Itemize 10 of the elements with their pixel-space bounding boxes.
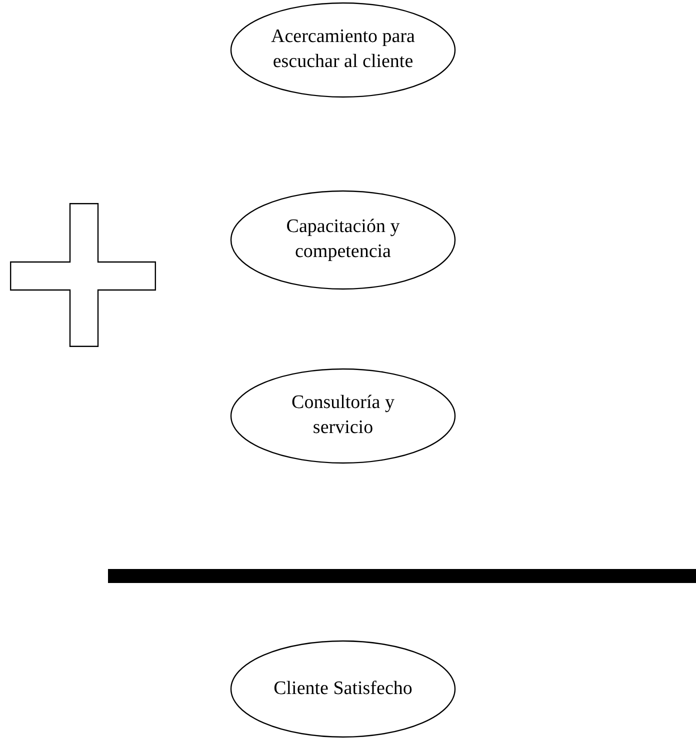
oval-node bbox=[230, 2, 456, 98]
oval-node bbox=[230, 190, 456, 290]
divider-bar bbox=[108, 569, 696, 583]
node-label: Capacitación y competencia bbox=[285, 215, 401, 264]
node-label: Consultoría y servicio bbox=[290, 391, 396, 440]
oval-node bbox=[230, 368, 456, 464]
node-label: Acercamiento para escuchar al cliente bbox=[270, 25, 416, 74]
plus-sign bbox=[10, 203, 156, 347]
node-label: Cliente Satisfecho bbox=[274, 676, 412, 701]
oval-node bbox=[230, 640, 456, 738]
